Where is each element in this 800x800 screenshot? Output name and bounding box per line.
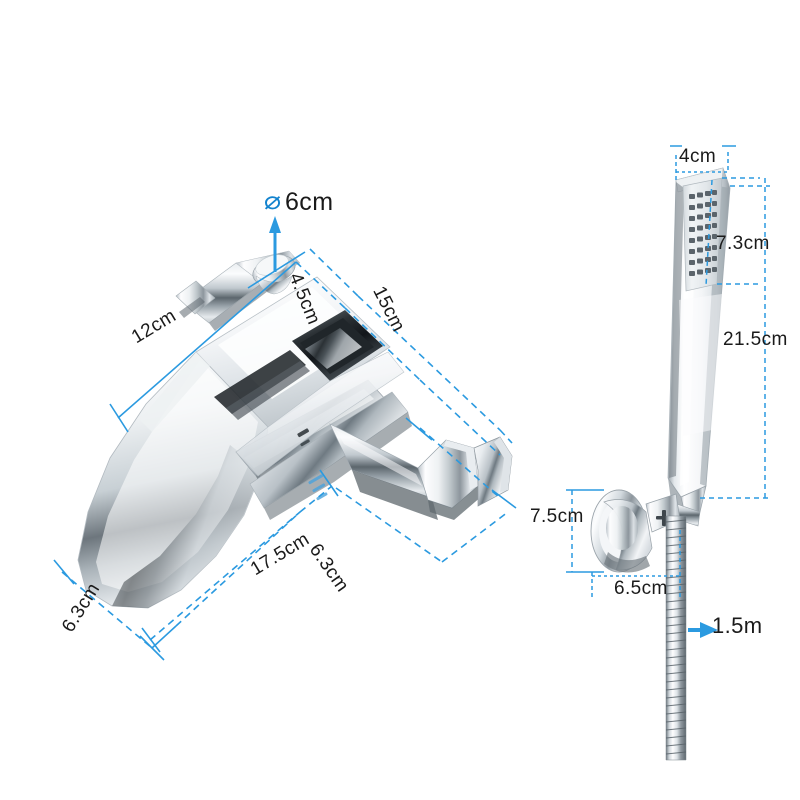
dimension-overall-diagonal [344,295,513,456]
wand-length-label: 21.5cm [723,329,788,350]
shower-spray-face [682,177,723,292]
dimension-spout-height [61,571,153,649]
spout-diameter-label: 6cm [285,188,334,216]
dimension-overall-length [149,485,333,641]
faucet-dimension-lines [53,216,517,661]
dimension-wand-length [700,178,770,499]
dimension-bracket-width [591,530,681,600]
dimension-head-face-length [705,177,760,287]
dimension-spout-diameter [247,216,306,289]
spout-diameter-symbol-label: ⌀ [263,186,282,216]
faucet-diverter-cap [252,254,296,295]
bracket-height-label: 7.5cm [530,506,584,527]
bracket-width-label: 6.5cm [614,578,668,599]
shower-dimension-lines [566,145,770,638]
diameter-icon: ⌀ [263,187,282,215]
faucet-front-shelf [235,351,412,520]
shower-illustration [590,167,731,761]
faucet-waterfall-spout [77,351,269,609]
faucet-detail-marks [297,428,328,501]
dimension-overall-length-ticks [141,469,339,653]
dimension-spout-height-ticks [53,559,177,661]
dimension-hose-length [688,622,718,638]
dimension-corner-connectors [175,511,301,627]
dimension-bracket-height [566,489,604,573]
faucet-illustration [77,250,513,609]
dimension-head-width [670,145,736,180]
dimension-body-width [109,261,297,433]
shower-wall-bracket [590,489,681,573]
dimension-spout-projection-ticks [405,417,517,509]
shower-hose [665,515,687,761]
dimension-spout-projection [335,427,509,563]
faucet-outlet-fitting [417,436,513,520]
faucet-reflection-band [214,350,310,420]
head-face-length-label: 7.3cm [716,233,770,254]
shower-nozzle-grid [689,190,717,276]
head-width-label: 4cm [679,146,717,167]
hose-length-label: 1.5m [712,613,763,638]
